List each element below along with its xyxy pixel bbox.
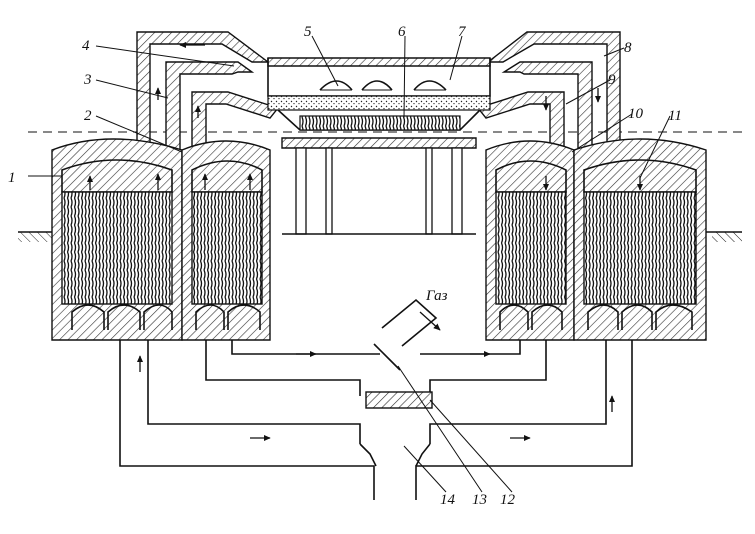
callout-10: 10 (628, 106, 644, 122)
callout-2: 2 (84, 108, 92, 124)
callout-5: 5 (304, 24, 312, 40)
callout-6: 6 (398, 24, 406, 40)
right-rider-arches (499, 304, 693, 330)
callout-3: 3 (83, 72, 92, 88)
callout-11: 11 (668, 108, 682, 124)
leader-lines (28, 35, 671, 493)
furnace-support-columns (282, 147, 476, 235)
gas-label: Газ (425, 288, 448, 304)
right-regenerator-pair (485, 138, 707, 341)
callout-7: 7 (458, 24, 467, 40)
ground-level (18, 131, 742, 242)
callout-4: 4 (82, 38, 90, 54)
callout-1: 1 (8, 170, 16, 186)
callout-8: 8 (624, 40, 632, 56)
flow-arrows (136, 350, 616, 442)
callout-14: 14 (440, 492, 456, 508)
furnace-roof-arch (319, 80, 447, 91)
callout-12: 12 (500, 492, 516, 508)
callout-labels: 1 2 3 4 5 6 7 8 9 10 11 12 13 14 (8, 24, 682, 508)
right-uptake-ducts (476, 31, 621, 161)
callout-9: 9 (608, 72, 616, 88)
lower-flues (119, 340, 633, 500)
left-rider-arches (71, 304, 261, 330)
furnace-body (267, 57, 491, 235)
callout-13: 13 (472, 492, 487, 508)
left-regenerator-pair (51, 138, 271, 341)
gas-inlet-pipe: Газ (373, 288, 448, 371)
